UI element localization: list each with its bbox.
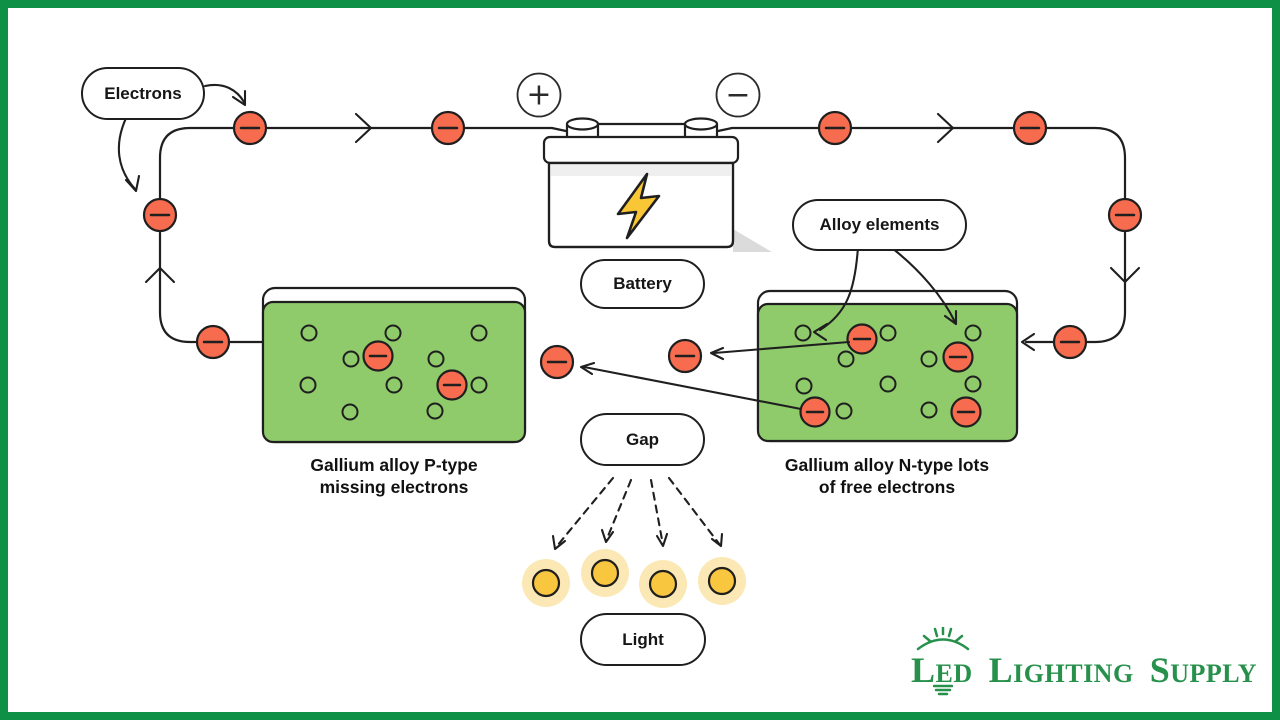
battery-illustration (542, 135, 740, 249)
battery-terminals (565, 117, 719, 140)
negative-terminal-sign: − (715, 72, 761, 118)
p-type-caption: Gallium alloy P-type missing electrons (263, 455, 525, 498)
photon (698, 557, 746, 605)
light-label: Light (580, 613, 706, 666)
electron (195, 324, 231, 360)
p-type-holes (299, 324, 488, 421)
electron (232, 110, 268, 146)
logo-word-lighting: Lighting (988, 650, 1134, 690)
n-type-caption-line1: Gallium alloy N-type lots (784, 455, 990, 475)
arrow-up-icon (144, 266, 176, 284)
n-type-electrons (799, 323, 982, 428)
logo-word-supply: Supply (1149, 650, 1257, 690)
electrons-label: Electrons (81, 67, 205, 120)
photon (639, 560, 687, 608)
electron (667, 338, 703, 374)
lightning-bolt-icon (616, 172, 661, 240)
battery-label: Battery (580, 259, 705, 309)
logo-word-led: LED (911, 650, 973, 690)
gap-electron-arrows (579, 340, 851, 411)
arrow-left-icon (709, 346, 725, 361)
arrow-right-icon (354, 112, 373, 144)
electron (1107, 197, 1143, 233)
bulb-rays-icon (916, 627, 970, 651)
bulb-base-icon (933, 684, 953, 696)
p-type-block (261, 286, 527, 444)
led-lighting-supply-logo: LED Lighting Supply (911, 627, 1266, 696)
electron (142, 197, 178, 233)
battery-shadow (733, 229, 772, 252)
plus-icon: + (526, 78, 551, 113)
p-type-caption-line1: Gallium alloy P-type (310, 455, 478, 475)
minus-icon: − (725, 78, 750, 113)
arrowhead-icon (655, 532, 669, 548)
alloy-label-arrows (812, 245, 958, 342)
photon (581, 549, 629, 597)
gap-electrons (539, 338, 703, 380)
positive-terminal-sign: + (516, 72, 562, 118)
photon (522, 559, 570, 607)
arrowhead-icon (943, 309, 958, 326)
wire-electrons (142, 110, 1143, 360)
arrowhead-icon (124, 174, 141, 193)
n-type-block (756, 289, 1019, 443)
p-type-caption-line2: missing electrons (319, 476, 469, 497)
arrowhead-icon (551, 534, 567, 551)
circuit-wire (158, 122, 1127, 344)
gap-label: Gap (580, 413, 705, 466)
electrons-label-arrows (117, 83, 247, 193)
p-type-electrons (362, 340, 468, 401)
electron (1012, 110, 1048, 146)
alloy-elements-label: Alloy elements (792, 199, 967, 251)
arrow-right-icon (936, 112, 955, 144)
gap-light-arrows (551, 476, 724, 551)
arrowhead-icon (600, 528, 615, 544)
electron (1052, 324, 1088, 360)
arrowhead-icon (231, 89, 247, 107)
arrow-down-icon (1109, 266, 1141, 284)
electron (817, 110, 853, 146)
n-type-caption: Gallium alloy N-type lots of free electr… (756, 455, 1018, 498)
arrowhead-icon (710, 532, 724, 548)
n-type-holes (794, 324, 982, 420)
electron (430, 110, 466, 146)
current-direction-arrows (144, 112, 1141, 352)
n-type-caption-line2: of free electrons (818, 476, 956, 497)
light-photons (522, 549, 746, 608)
arrowhead-icon (812, 322, 829, 342)
electron (539, 344, 575, 380)
arrow-left-icon (579, 361, 596, 376)
arrow-into-n-block-icon (1020, 332, 1036, 352)
